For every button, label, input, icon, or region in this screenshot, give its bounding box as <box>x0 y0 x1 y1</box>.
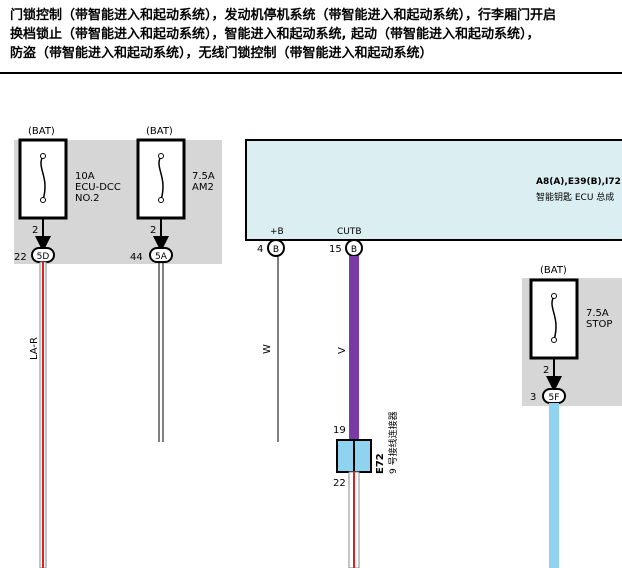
header-line-3: 防盗（带智能进入和起动系统），无线门锁控制（带智能进入和起动系统） <box>10 46 433 61</box>
header-line-1: 门锁控制（带智能进入和起动系统），发动机停机系统（带智能进入和起动系统），行李厢… <box>10 8 557 23</box>
wire-color-label: W <box>262 344 273 354</box>
diagram-header: 门锁控制（带智能进入和起动系统），发动机停机系统（带智能进入和起动系统），行李厢… <box>0 0 622 74</box>
pin-number: 22 <box>14 252 27 263</box>
pin-number: 3 <box>530 392 536 403</box>
fuse-block <box>18 138 68 220</box>
wire-color-label: LA-R <box>29 337 40 360</box>
fuse-block <box>529 278 579 360</box>
ecu-connectors: A8(A),E39(B),I72 <box>536 177 621 187</box>
header-line-2: 换档锁止（带智能进入和起动系统），智能进入和起动系统, 起动（带智能进入和起动系… <box>10 27 540 42</box>
fuse-icon <box>551 295 557 341</box>
wire-light-blue <box>549 403 559 568</box>
ecu-pin-label: +B <box>270 227 284 237</box>
ecu-pin-label: CUTB <box>337 227 362 237</box>
connector-code: B <box>273 245 279 255</box>
connector-badge <box>149 247 173 263</box>
fuse-box-stop: (BAT) 7.5A STOP 2 3 5F <box>522 265 622 406</box>
connector-badge <box>267 239 285 257</box>
junction-desc: 9 号接线连接器 <box>387 411 399 474</box>
connector-code: 5F <box>549 393 560 403</box>
bat-label: (BAT) <box>540 265 567 276</box>
fuse-name-2: NO.2 <box>75 193 100 204</box>
fuse-name: ECU-DCC <box>75 182 121 193</box>
fuse-box-ecu-dcc: (BAT) 10A ECU-DCC NO.2 2 22 5D <box>14 126 222 264</box>
connector-code: 5D <box>37 252 50 262</box>
fuse-block <box>136 138 186 220</box>
bat-label: (BAT) <box>146 126 173 137</box>
wire-la-r: LA-R <box>29 261 47 568</box>
wire-color-label: V <box>337 347 348 354</box>
junction-code: E72 <box>375 453 386 474</box>
pin-number: 19 <box>333 425 346 436</box>
pin-number: 4 <box>257 244 263 255</box>
ecu-pin-plus-b: 4 B <box>257 239 285 257</box>
fuse-icon <box>158 155 164 201</box>
ecu-box: A8(A),E39(B),I72 智能钥匙 ECU 总成 +B CUTB <box>245 139 622 241</box>
bat-label: (BAT) <box>28 126 55 137</box>
fuse-pin-in: 2 <box>150 225 156 236</box>
fuse-box-am2: (BAT) 7.5A AM2 2 44 5A <box>130 126 215 263</box>
pin-number: 22 <box>333 478 346 489</box>
wire-below-junction <box>348 471 360 568</box>
pin-number: 44 <box>130 252 143 263</box>
fuse-icon <box>40 155 46 201</box>
wire-w-2: W <box>262 256 279 442</box>
connector-code: 5A <box>155 252 168 262</box>
fuse-amp: 7.5A <box>586 308 609 319</box>
fuse-name: AM2 <box>192 182 214 193</box>
wire-v: V <box>337 256 359 440</box>
fuse-pin-in: 2 <box>32 225 38 236</box>
junction-connector-e72: 19 22 E72 9 号接线连接器 <box>333 411 399 489</box>
wire-w-1 <box>158 262 164 442</box>
ecu-pin-cutb: 15 B <box>329 239 363 257</box>
fuse-name: STOP <box>586 319 612 330</box>
connector-code: B <box>351 245 357 255</box>
fuse-amp: 7.5A <box>192 171 215 182</box>
fuse-pin-in: 2 <box>543 365 549 376</box>
ecu-body <box>245 139 622 241</box>
pin-number: 15 <box>329 244 342 255</box>
ecu-name: 智能钥匙 ECU 总成 <box>536 191 614 203</box>
fuse-amp: 10A <box>75 171 95 182</box>
